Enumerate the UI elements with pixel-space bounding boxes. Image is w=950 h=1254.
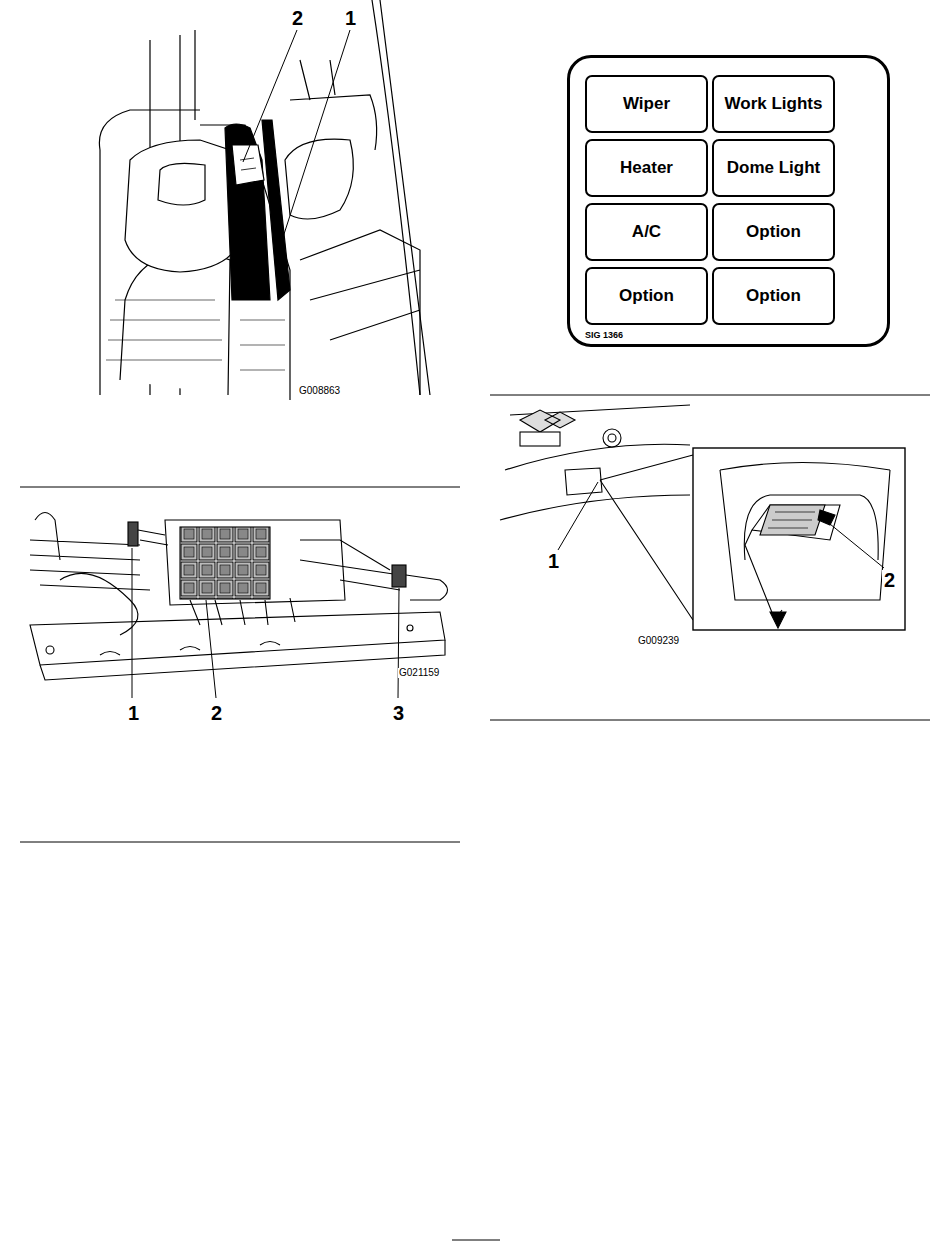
callout-number: 1 bbox=[343, 8, 358, 28]
fuse-label-cell: Wiper bbox=[585, 75, 708, 133]
fuse-label-cell: Option bbox=[712, 267, 835, 325]
figure-id: G021159 bbox=[398, 668, 440, 678]
fuse-label-cell: Dome Light bbox=[712, 139, 835, 197]
roof-console-drawing bbox=[500, 405, 905, 630]
fuse-label-text: A/C bbox=[632, 223, 661, 242]
callout-number: 2 bbox=[882, 570, 897, 590]
callout-number: 2 bbox=[209, 703, 224, 723]
fuse-label-cell: Option bbox=[585, 267, 708, 325]
fuse-label-text: Heater bbox=[620, 159, 673, 178]
fuse-label-cell: Work Lights bbox=[712, 75, 835, 133]
callout-number: 3 bbox=[391, 703, 406, 723]
fuse-label-cell: A/C bbox=[585, 203, 708, 261]
callout-number: 1 bbox=[126, 703, 141, 723]
fuse-label-text: Dome Light bbox=[727, 159, 821, 178]
fuse-label-cell: Option bbox=[712, 203, 835, 261]
leader-lines bbox=[132, 548, 399, 698]
leader-lines bbox=[243, 30, 350, 262]
leader-lines bbox=[558, 482, 884, 568]
fuse-label-text: Work Lights bbox=[725, 95, 823, 114]
fuse-label-text: Wiper bbox=[623, 95, 670, 114]
fuse-label-text: Option bbox=[746, 287, 801, 306]
figure-id: G009239 bbox=[637, 636, 680, 646]
cab-interior-drawing bbox=[99, 0, 430, 400]
fuse-block-drawing bbox=[30, 513, 448, 681]
callout-number: 1 bbox=[546, 551, 561, 571]
separator-rules bbox=[20, 395, 930, 1240]
fuse-label-text: Option bbox=[746, 223, 801, 242]
figure-id: G008863 bbox=[298, 386, 341, 396]
fuse-label-cell: Heater bbox=[585, 139, 708, 197]
decal-code: SIG 1366 bbox=[585, 330, 623, 340]
fuse-label-text: Option bbox=[619, 287, 674, 306]
callout-number: 2 bbox=[290, 8, 305, 28]
fuse-label-panel: SIG 1366 Wiper Work LightsHeater Dome Light… bbox=[567, 55, 890, 347]
